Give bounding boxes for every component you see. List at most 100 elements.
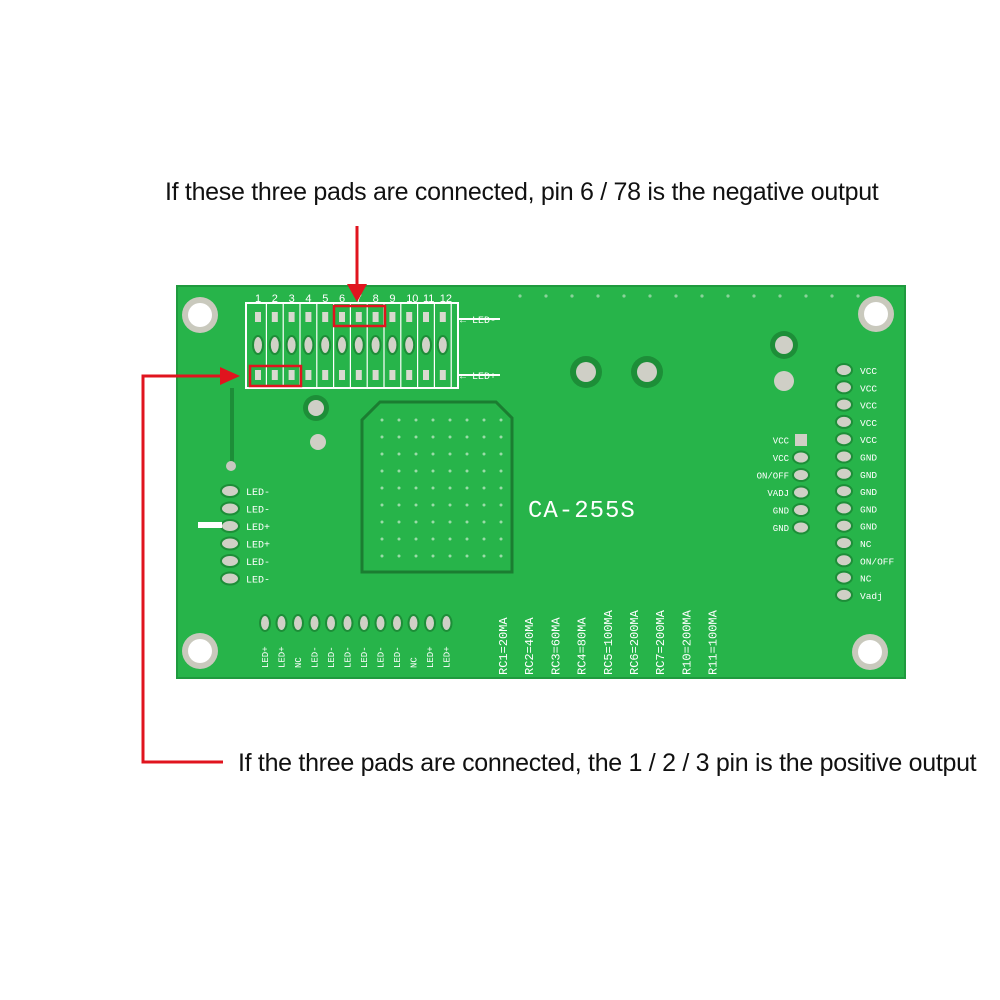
pad	[835, 484, 853, 499]
ic-via	[380, 452, 384, 456]
via-dot	[544, 294, 548, 298]
ic-via	[499, 520, 503, 524]
ic-via	[482, 418, 486, 422]
pad-label: VCC	[860, 366, 877, 377]
ic-via	[499, 554, 503, 558]
ic-via	[465, 537, 469, 541]
via-dot	[648, 294, 652, 298]
smd-pad	[439, 312, 446, 322]
resistor-label: RC4=80MA	[576, 617, 590, 675]
ic-via	[448, 554, 452, 558]
pad	[835, 449, 853, 464]
pad-label: LED-	[246, 576, 270, 587]
ic-via	[499, 452, 503, 456]
ic-via	[465, 435, 469, 439]
header-label: LED+	[261, 646, 271, 668]
ic-via	[499, 486, 503, 490]
header-pad	[407, 614, 420, 632]
ic-via	[499, 435, 503, 439]
smd-pad	[439, 370, 446, 380]
pad	[835, 414, 853, 429]
header-pad	[374, 614, 387, 632]
pin-number: 5	[322, 293, 328, 305]
ic-via	[448, 503, 452, 507]
via-dot	[726, 294, 730, 298]
pad-label: LED+	[246, 541, 270, 552]
annotation-bottom: If the three pads are connected, the 1 /…	[238, 749, 977, 777]
via-dot	[596, 294, 600, 298]
pad-label: VCC	[860, 418, 877, 429]
resistor-label: RC2=40MA	[523, 617, 537, 675]
highlight-box-top	[332, 304, 387, 328]
via-dot	[752, 294, 756, 298]
through-hole-pad	[420, 335, 432, 355]
mounting-holes	[182, 296, 894, 670]
ic-via	[465, 554, 469, 558]
pad-label: ON/OFF	[757, 472, 789, 482]
ic-via	[380, 554, 384, 558]
ic-via	[414, 418, 418, 422]
resistor-label: RC6=200MA	[628, 609, 642, 675]
ic-via	[380, 469, 384, 473]
highlight-box-bottom	[248, 364, 303, 388]
pad-label: NC	[860, 539, 872, 550]
smd-pad	[355, 312, 362, 322]
through-hole-pad	[252, 335, 264, 355]
pad-label: GND	[860, 522, 877, 533]
pad-label: LED-	[246, 558, 270, 569]
ic-via	[482, 503, 486, 507]
ic-via	[448, 418, 452, 422]
smd-pad	[339, 312, 345, 322]
via-dot	[830, 294, 834, 298]
smd-pad	[372, 370, 379, 380]
through-hole-pad	[386, 335, 399, 355]
smd-pad	[305, 312, 312, 322]
smd-pad	[288, 312, 295, 322]
pad	[835, 570, 853, 585]
ic-via	[414, 452, 418, 456]
ic-via	[482, 486, 486, 490]
ic-via	[465, 486, 469, 490]
header-pad	[440, 614, 453, 632]
ic-via	[499, 537, 503, 541]
pad	[792, 503, 810, 517]
ic-via	[380, 435, 384, 439]
ic-via	[431, 520, 435, 524]
ic-via	[414, 554, 418, 558]
ic-via	[448, 469, 452, 473]
ic-via	[380, 520, 384, 524]
top-connector-block: ← LED- ← LED+	[245, 302, 500, 389]
smd-pad	[355, 370, 362, 380]
ic-via	[448, 520, 452, 524]
ic-via	[431, 435, 435, 439]
ic-via	[380, 486, 384, 490]
header-pad	[275, 614, 288, 632]
smd-pad	[322, 370, 329, 380]
ic-via	[448, 486, 452, 490]
header-label: NC	[294, 657, 304, 668]
ic-via	[397, 469, 401, 473]
ic-via	[380, 537, 384, 541]
pad	[835, 553, 853, 568]
via	[226, 461, 236, 471]
arrow-right-icon	[220, 367, 240, 385]
ic-via	[397, 503, 401, 507]
pad-label: GND	[860, 487, 877, 498]
through-hole-pad	[369, 335, 382, 355]
ic-via	[465, 520, 469, 524]
pad-label: NC	[860, 574, 872, 585]
header-label: NC	[410, 657, 420, 668]
ic-via	[397, 537, 401, 541]
header-pad	[292, 614, 304, 632]
header-label: LED+	[278, 646, 288, 668]
pad	[220, 571, 240, 586]
annotation-top: If these three pads are connected, pin 6…	[165, 178, 879, 206]
smd-pad	[255, 312, 261, 322]
through-hole-pad	[268, 335, 281, 355]
pin-number: 7	[356, 293, 362, 305]
smd-pad	[339, 370, 345, 380]
header-label: LED-	[327, 646, 337, 668]
resistor-label: RC5=100MA	[602, 609, 616, 675]
